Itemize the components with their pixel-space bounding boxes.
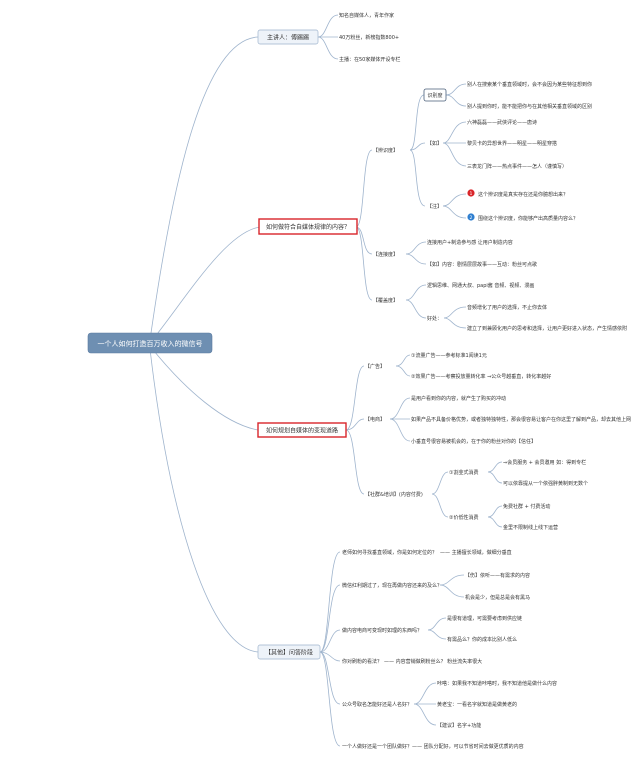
qa-question: 微信红利期过了，现在再做内容还来的及么？ bbox=[342, 582, 442, 589]
badge-item: 别人提到你时，能不能把你与在其他相关垂直领域的区别 bbox=[467, 103, 592, 110]
ru-item: 三表龙门阵——热点事件——怎人（谨慎写） bbox=[467, 163, 567, 170]
qa-question: 你对刷粉的看法？ bbox=[342, 658, 382, 665]
fugai-label: 【覆盖度】 bbox=[373, 297, 398, 304]
qa-answer: 【建议】名字+功能 bbox=[437, 722, 481, 729]
zhu-text: 围绕这个辨识度，你能够产出高质量内容么？ bbox=[478, 215, 578, 222]
qa-branch[interactable]: 【其他】问答阶段 bbox=[257, 644, 321, 660]
shequn-two-item: 免费社群 + 付费活动 bbox=[503, 503, 550, 510]
dianshang-item: 是用户看到你的内容，就产生了购买的冲动 bbox=[411, 395, 506, 402]
zhu-label: 【注】 bbox=[427, 203, 442, 210]
fugai-item: 逻辑思维、网通大叔、papi酱 音频、视频、漫画 bbox=[427, 282, 534, 289]
qa-answer: 有需品么？你的成本比别人低么 bbox=[447, 636, 517, 643]
speaker-item: 主播：在50家媒体开设专栏 bbox=[339, 56, 400, 63]
root-node[interactable]: 一个人如何打造百万收入的微信号 bbox=[87, 332, 213, 354]
shibiedu-badge[interactable]: 识别度 bbox=[423, 88, 447, 102]
lianjie-item: 连接用户+制造参与感 让用户制造内容 bbox=[427, 239, 513, 246]
shequn-one: ①割韭式消费 bbox=[449, 469, 478, 476]
qa-question: 做内容电商可变现时如理的东西吗？ bbox=[342, 627, 422, 634]
qa-question: 公众号取名怎能好还是人名好？ bbox=[342, 701, 412, 708]
haochu-item: 音频增化了用户的选择，不止你去体 bbox=[467, 304, 547, 311]
monetize-branch[interactable]: 如何规划自媒体的变现道路 bbox=[257, 422, 347, 438]
monetize-title: 如何规划自媒体的变现道路 bbox=[266, 427, 338, 435]
zhu-item-1: 1 这个辨识度是真实存在还是你臆想出来？ bbox=[467, 189, 568, 198]
ru-item: 黎贝卡的异想世界——明星——明星穿搭 bbox=[467, 140, 557, 147]
badge-item: 别人在搜索某个垂直领域时，会不会因为某些特征想到你 bbox=[467, 81, 592, 88]
haochu-item: 建立了到兼顾化用户的思考和选择，让用户更好进入状态，产生情感依附 bbox=[467, 325, 627, 332]
lianjie-label: 【连接度】 bbox=[373, 251, 398, 258]
guanggao-item: ①流量广告——参考标准1阅读1元 bbox=[411, 352, 487, 359]
number-two-icon bbox=[467, 213, 475, 221]
haochu-label: 好处： bbox=[427, 315, 442, 322]
zhu-num: 2 bbox=[470, 215, 473, 221]
speaker-title: 主讲人：傅踢踢 bbox=[267, 34, 309, 42]
shibiedu-label: 【辨识度】 bbox=[373, 147, 398, 154]
qa-answer: 【伤】依听——有需求的内容 bbox=[465, 572, 530, 579]
shequn-label: 【社群&培训】(内容付费) bbox=[365, 491, 423, 498]
qa-question: 老师如何寻找垂直领域，你是如何定位的？ bbox=[342, 549, 437, 556]
speaker-item: 知名自媒体人，青年作家 bbox=[339, 12, 394, 19]
dianshang-item: 如果产品不具备价格优势，或者独特独特性，那会很容易让客户在你这里了解到产品，却去… bbox=[411, 416, 631, 423]
qa-answer: 是很有道理，可需要考虑到供应链 bbox=[447, 615, 522, 622]
qa-answer: —— 主播擅长领域，做细分垂直 bbox=[440, 549, 512, 556]
qa-answer: 机会是少，但是总是会有黑马 bbox=[465, 594, 530, 601]
ru-label: 【如】 bbox=[427, 140, 442, 147]
qa-question: 一个人做好还是一个团队做好？ bbox=[342, 743, 412, 750]
content-title: 如何做符合自媒体规律的内容？ bbox=[266, 223, 350, 231]
speaker-item: 40万粉丝，新榜指数800+ bbox=[339, 34, 399, 41]
qa-title: 【其他】问答阶段 bbox=[265, 649, 313, 657]
connectors bbox=[149, 14, 503, 747]
dianshang-item: 小垂直号很容易被机会的，在于你的粉丝对你的【信任】 bbox=[411, 438, 536, 445]
zhu-text: 这个辨识度是真实存在还是你臆想出来？ bbox=[478, 191, 568, 198]
qa-answer: —— 内容营销做刷粉丝么？ 粉丝流失率很大 bbox=[384, 658, 482, 665]
qa-answer: 咔嗒：如果我不知道咔嗒时，我不知道他是做什么内容 bbox=[437, 680, 557, 687]
qa-answer: —— 团队分配好，可以节省时间去做更优质的内容 bbox=[412, 743, 524, 750]
zhu-num: 1 bbox=[470, 191, 473, 197]
shequn-one-item: ⇒会员服务 + 会员邀用 如：得到专栏 bbox=[503, 459, 586, 466]
root-title: 一个人如何打造百万收入的微信号 bbox=[98, 339, 203, 348]
shequn-one-item: 可以依靠提从一个依强胖黄制到无数个 bbox=[503, 480, 588, 487]
dianshang-label: 【电商】 bbox=[365, 416, 385, 423]
qa-answer: 黄老宝：一看名字就知道是做黄老的 bbox=[437, 701, 517, 708]
badge-label: 识别度 bbox=[427, 92, 442, 99]
zhu-item-2: 2 围绕这个辨识度，你能够产出高质量内容么？ bbox=[467, 213, 578, 222]
speaker-branch[interactable]: 主讲人：傅踢踢 bbox=[257, 29, 319, 45]
number-one-icon bbox=[467, 189, 475, 197]
guanggao-item: ②效果广告——考察投放量转化率 ⇒公众号越垂直，转化率越好 bbox=[411, 373, 551, 380]
guanggao-label: 【广告】 bbox=[365, 363, 385, 370]
shequn-two-item: 金里不限制线上线下运营 bbox=[503, 524, 558, 531]
shequn-two: ②价低性消费 bbox=[449, 514, 478, 521]
lianjie-item: 【如】内容：剧情层层故事——互动：粉丝可点歌 bbox=[427, 261, 537, 268]
content-branch[interactable]: 如何做符合自媒体规律的内容？ bbox=[258, 218, 358, 235]
ru-item: 六神磊磊——武侠评论——唐诗 bbox=[467, 119, 537, 126]
